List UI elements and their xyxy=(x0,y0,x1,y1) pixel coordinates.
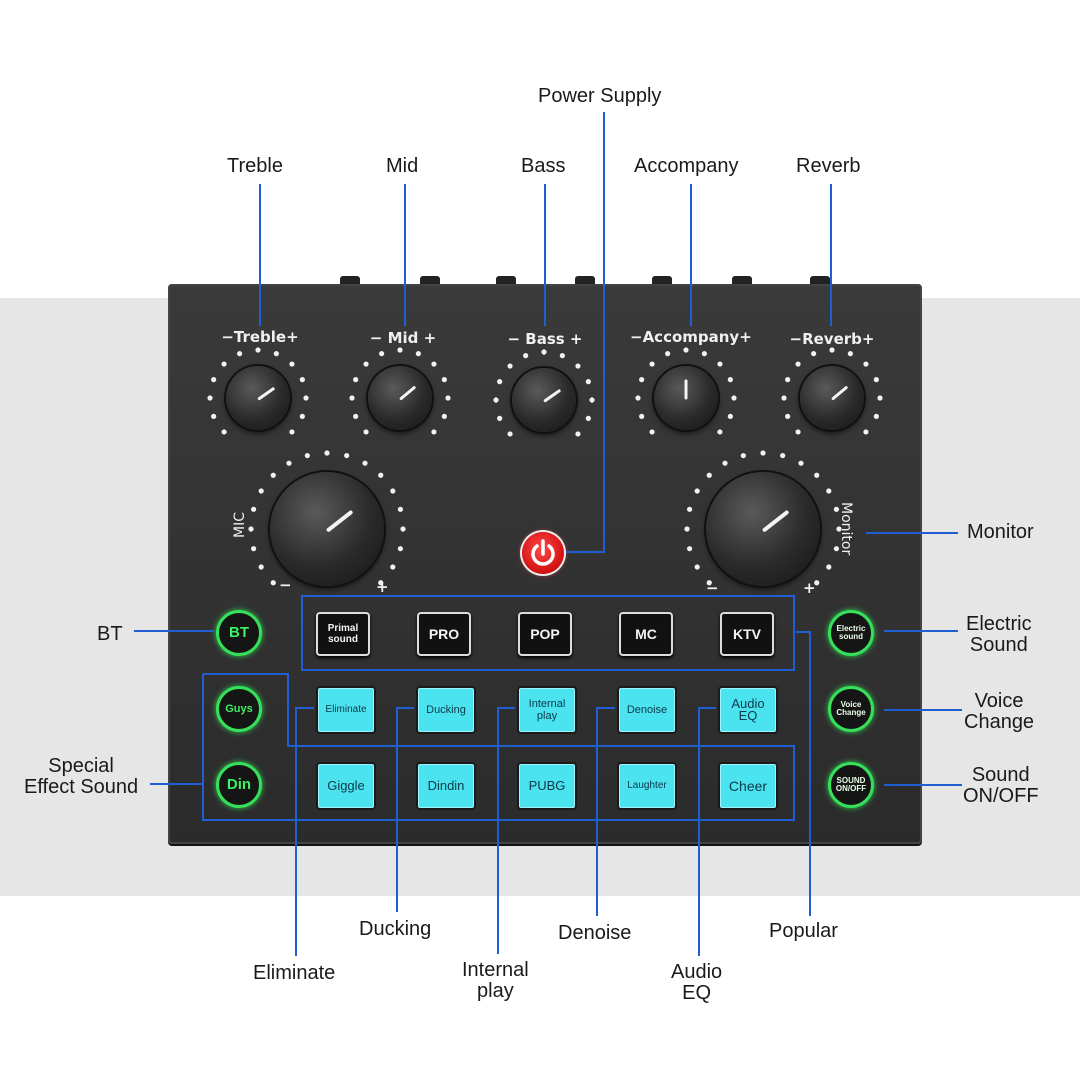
electric-sound-button[interactable]: Electric sound xyxy=(828,610,874,656)
audio-jack xyxy=(652,276,672,286)
monitor-knob[interactable] xyxy=(706,472,820,586)
din-label: Din xyxy=(226,776,252,793)
callout-ducking: Ducking xyxy=(359,918,432,940)
guys-label: Guys xyxy=(225,703,253,715)
panel-label-treble: −Treble+ xyxy=(221,328,299,346)
mode-label: KTV xyxy=(733,625,761,642)
callout-audio-eq: Audio EQ xyxy=(671,961,723,1004)
voice-change-button[interactable]: Voice Change xyxy=(828,686,874,732)
mode-label: POP xyxy=(530,625,560,642)
effect-label: Laughter xyxy=(627,780,667,791)
effect-button-denoise[interactable]: Denoise xyxy=(617,686,677,734)
callout-special-effect-sound: Special Effect Sound xyxy=(24,755,139,798)
panel-label-accompany: −Accompany+ xyxy=(630,328,752,346)
callout-internal-play: Internal play xyxy=(462,959,529,1002)
sound-on-off-label: SOUND ON/OFF xyxy=(835,776,867,793)
callout-accompany: Accompany xyxy=(634,155,739,177)
effect-button-pubg[interactable]: PUBG xyxy=(517,762,577,810)
voice-change-label: Voice Change xyxy=(836,700,866,717)
din-button[interactable]: Din xyxy=(216,762,262,808)
panel-label-monitor: Monitor xyxy=(838,502,854,556)
bt-button[interactable]: BT xyxy=(216,610,262,656)
audio-jack xyxy=(496,276,516,286)
callout-voice-change: Voice Change xyxy=(964,690,1035,733)
mic-minus-label: − xyxy=(279,576,292,594)
mic-knob[interactable] xyxy=(270,472,384,586)
effect-button-ducking[interactable]: Ducking xyxy=(416,686,476,734)
effect-label: Denoise xyxy=(626,704,668,716)
callout-treble: Treble xyxy=(227,155,283,177)
mid-knob[interactable] xyxy=(368,366,432,430)
power-icon xyxy=(531,539,555,566)
panel-label-mid: − Mid + xyxy=(369,329,437,347)
effect-label: Dindin xyxy=(427,778,465,793)
mode-button-pop[interactable]: POP xyxy=(518,612,572,656)
callout-reverb: Reverb xyxy=(796,155,861,177)
effect-button-internal-play[interactable]: Internal play xyxy=(517,686,577,734)
sound-on-off-button[interactable]: SOUND ON/OFF xyxy=(828,762,874,808)
callout-power-supply: Power Supply xyxy=(538,85,662,107)
callout-eliminate: Eliminate xyxy=(253,962,336,984)
bass-knob[interactable] xyxy=(512,368,576,432)
callout-bass: Bass xyxy=(521,155,566,177)
effect-button-audio-eq[interactable]: Audio EQ xyxy=(718,686,778,734)
effect-button-laughter[interactable]: Laughter xyxy=(617,762,677,810)
callout-mid: Mid xyxy=(386,155,419,177)
callout-bt: BT xyxy=(97,623,123,645)
effect-button-eliminate[interactable]: Eliminate xyxy=(316,686,376,734)
audio-jack xyxy=(340,276,360,286)
effect-button-cheer[interactable]: Cheer xyxy=(718,762,778,810)
mode-label: PRO xyxy=(428,625,460,642)
monitor-plus-label: + xyxy=(803,579,816,597)
mode-label: MC xyxy=(635,625,657,642)
panel-label-reverb: −Reverb+ xyxy=(789,330,875,348)
electric-sound-label: Electric sound xyxy=(836,624,866,641)
audio-jack xyxy=(732,276,752,286)
accompany-knob[interactable] xyxy=(654,366,718,430)
callout-electric-sound: Electric Sound xyxy=(966,613,1032,656)
effect-button-dindin[interactable]: Dindin xyxy=(416,762,476,810)
panel-label-bass: − Bass + xyxy=(507,330,583,348)
callout-popular: Popular xyxy=(769,920,838,942)
effect-label: Giggle xyxy=(327,778,365,793)
audio-jack xyxy=(420,276,440,286)
mode-label: Primal sound xyxy=(327,623,359,645)
callout-monitor: Monitor xyxy=(967,521,1034,543)
effect-label: PUBG xyxy=(528,778,566,793)
effect-label: Audio EQ xyxy=(731,696,765,723)
guys-button[interactable]: Guys xyxy=(216,686,262,732)
effect-label: Cheer xyxy=(728,778,768,794)
callout-denoise: Denoise xyxy=(558,922,632,944)
mode-button-pro[interactable]: PRO xyxy=(417,612,471,656)
effect-label: Internal play xyxy=(528,698,566,722)
mode-button-ktv[interactable]: KTV xyxy=(720,612,774,656)
effect-label: Ducking xyxy=(426,704,466,716)
effect-label: Eliminate xyxy=(325,704,367,715)
treble-knob[interactable] xyxy=(226,366,290,430)
audio-jack xyxy=(810,276,830,286)
mode-button-mc[interactable]: MC xyxy=(619,612,673,656)
reverb-knob[interactable] xyxy=(800,366,864,430)
audio-jack xyxy=(575,276,595,286)
effect-button-giggle[interactable]: Giggle xyxy=(316,762,376,810)
mode-button-primal-sound[interactable]: Primal sound xyxy=(316,612,370,656)
callout-sound-on-off: Sound ON/OFF xyxy=(963,764,1039,807)
bt-label: BT xyxy=(229,624,249,641)
power-button[interactable] xyxy=(522,532,564,574)
